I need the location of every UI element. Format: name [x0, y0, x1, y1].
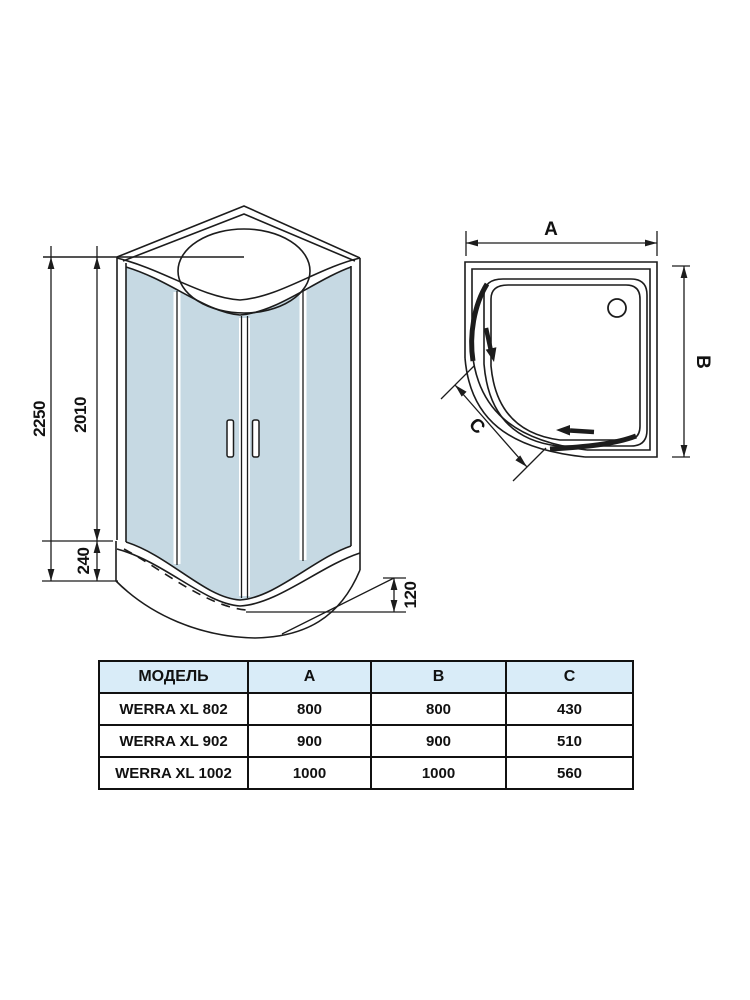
door-handle-right: [251, 419, 260, 458]
model-name: WERRA XL 902: [98, 724, 249, 758]
leader-tray-depth: [281, 577, 395, 635]
door-panel-arc-upper: [469, 282, 490, 362]
table-row: WERRA XL 902 900 900 510: [98, 724, 634, 758]
extension-ticks-top: [50, 246, 98, 257]
top-view-dimensions: A B C: [440, 219, 713, 482]
drain-icon: [607, 298, 627, 318]
ticks-dim-b: [672, 265, 690, 458]
dim-door-height-label: 2010: [71, 397, 90, 433]
bottom-rail-curve: [116, 548, 361, 607]
dim-c-label: C: [464, 414, 489, 439]
dim-a-label: A: [544, 219, 558, 240]
value-c: 510: [505, 724, 634, 758]
table-row: WERRA XL 1002 1000 1000 560: [98, 756, 634, 790]
model-name: WERRA XL 1002: [98, 756, 249, 790]
front-view-dimensions: 2250 2010 240 120: [30, 246, 420, 635]
top-view-drawing: [464, 261, 658, 458]
table-header-row: МОДЕЛЬ A B C: [98, 660, 634, 694]
value-b: 800: [370, 692, 507, 726]
tray-plan-outer-walls: [464, 261, 658, 458]
door-panel-arc-lower: [549, 433, 637, 452]
header-b: B: [370, 660, 507, 694]
dim-line-c: [454, 384, 528, 468]
ticks-dim-c: [440, 365, 547, 482]
door-slide-arrow-down: [483, 327, 494, 352]
value-a: 900: [247, 724, 372, 758]
value-c: 560: [505, 756, 634, 790]
front-view-drawing: [43, 205, 361, 639]
header-a: A: [247, 660, 372, 694]
value-b: 1000: [370, 756, 507, 790]
table-row: WERRA XL 802 800 800 430: [98, 692, 634, 726]
tray-rim-inner: [490, 284, 641, 441]
dim-tray-depth-label: 120: [401, 582, 420, 609]
value-c: 430: [505, 692, 634, 726]
top-opening-ellipse: [177, 228, 311, 314]
glass-panels: [126, 267, 351, 600]
value-a: 1000: [247, 756, 372, 790]
tray-plan-inner-walls: [471, 268, 651, 451]
rim-curve-outer: [116, 257, 361, 301]
door-slide-arrow-left: [569, 428, 595, 435]
technical-drawing: 2250 2010 240 120 A: [30, 205, 713, 639]
rim-curve-inner: [125, 266, 352, 316]
value-b: 900: [370, 724, 507, 758]
tray-plan-outer-arc: [464, 357, 586, 458]
dim-b-label: B: [692, 355, 713, 369]
model-name: WERRA XL 802: [98, 692, 249, 726]
spec-table: МОДЕЛЬ A B C WERRA XL 802 800 800 430 WE…: [98, 660, 634, 790]
tray-inner-dashed-curve: [123, 548, 247, 611]
header-c: C: [505, 660, 634, 694]
dim-total-height-label: 2250: [30, 401, 49, 437]
dim-tray-height-label: 240: [74, 548, 93, 575]
header-model: МОДЕЛЬ: [98, 660, 249, 694]
top-edge-inner: [122, 213, 356, 262]
value-a: 800: [247, 692, 372, 726]
glass-bottom-curve: [125, 541, 352, 601]
top-edge-outer: [116, 205, 361, 259]
door-handle-left: [226, 419, 235, 458]
